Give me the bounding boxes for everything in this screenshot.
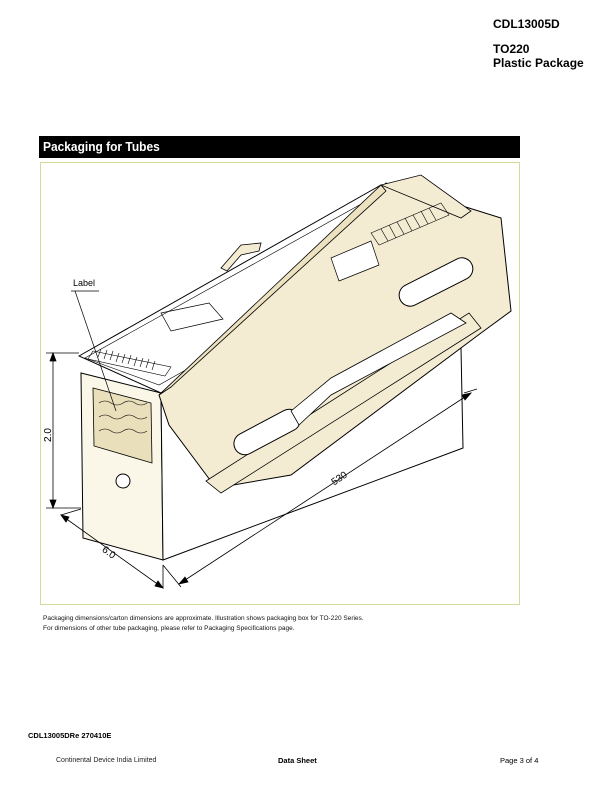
lid-barcode-block: [370, 202, 450, 246]
width-dimension: [60, 508, 164, 589]
top-label-rect: [160, 302, 224, 332]
page-number: Page 3 of 4: [500, 756, 539, 765]
end-face-label: [92, 387, 153, 464]
section-title: Packaging for Tubes: [43, 139, 160, 154]
height-dimension: [46, 351, 81, 510]
label-callout-text: Label: [73, 278, 95, 288]
lid-handle-slot: [398, 257, 474, 307]
lid-label-rect: [330, 240, 380, 282]
note-line-2: For dimensions of other tube packaging, …: [43, 625, 295, 632]
length-dimension: [162, 388, 478, 588]
note-line-1: Packaging dimensions/carton dimensions a…: [43, 615, 364, 622]
packaging-box-illustration: Label 2.0 6.0 530: [40, 162, 520, 605]
document-reference: CDL13005DRe 270410E: [28, 731, 112, 740]
package-type: TO220: [493, 42, 530, 56]
section-title-band: [39, 136, 520, 158]
company-name: Continental Device India Limited: [56, 757, 157, 764]
package-description: Plastic Package: [493, 56, 584, 70]
height-dimension-value: 2.0: [43, 428, 54, 442]
document-type: Data Sheet: [278, 756, 317, 765]
lid-lower-slot-right: [290, 312, 467, 426]
end-face-hole: [115, 473, 131, 489]
part-number: CDL13005D: [493, 17, 560, 31]
packaging-box-drawing: Label 2.0 6.0 530: [43, 174, 512, 589]
top-barcode-strip: [87, 348, 172, 377]
box-handle: [220, 242, 262, 272]
packaging-notes: Packaging dimensions/carton dimensions a…: [43, 614, 364, 634]
